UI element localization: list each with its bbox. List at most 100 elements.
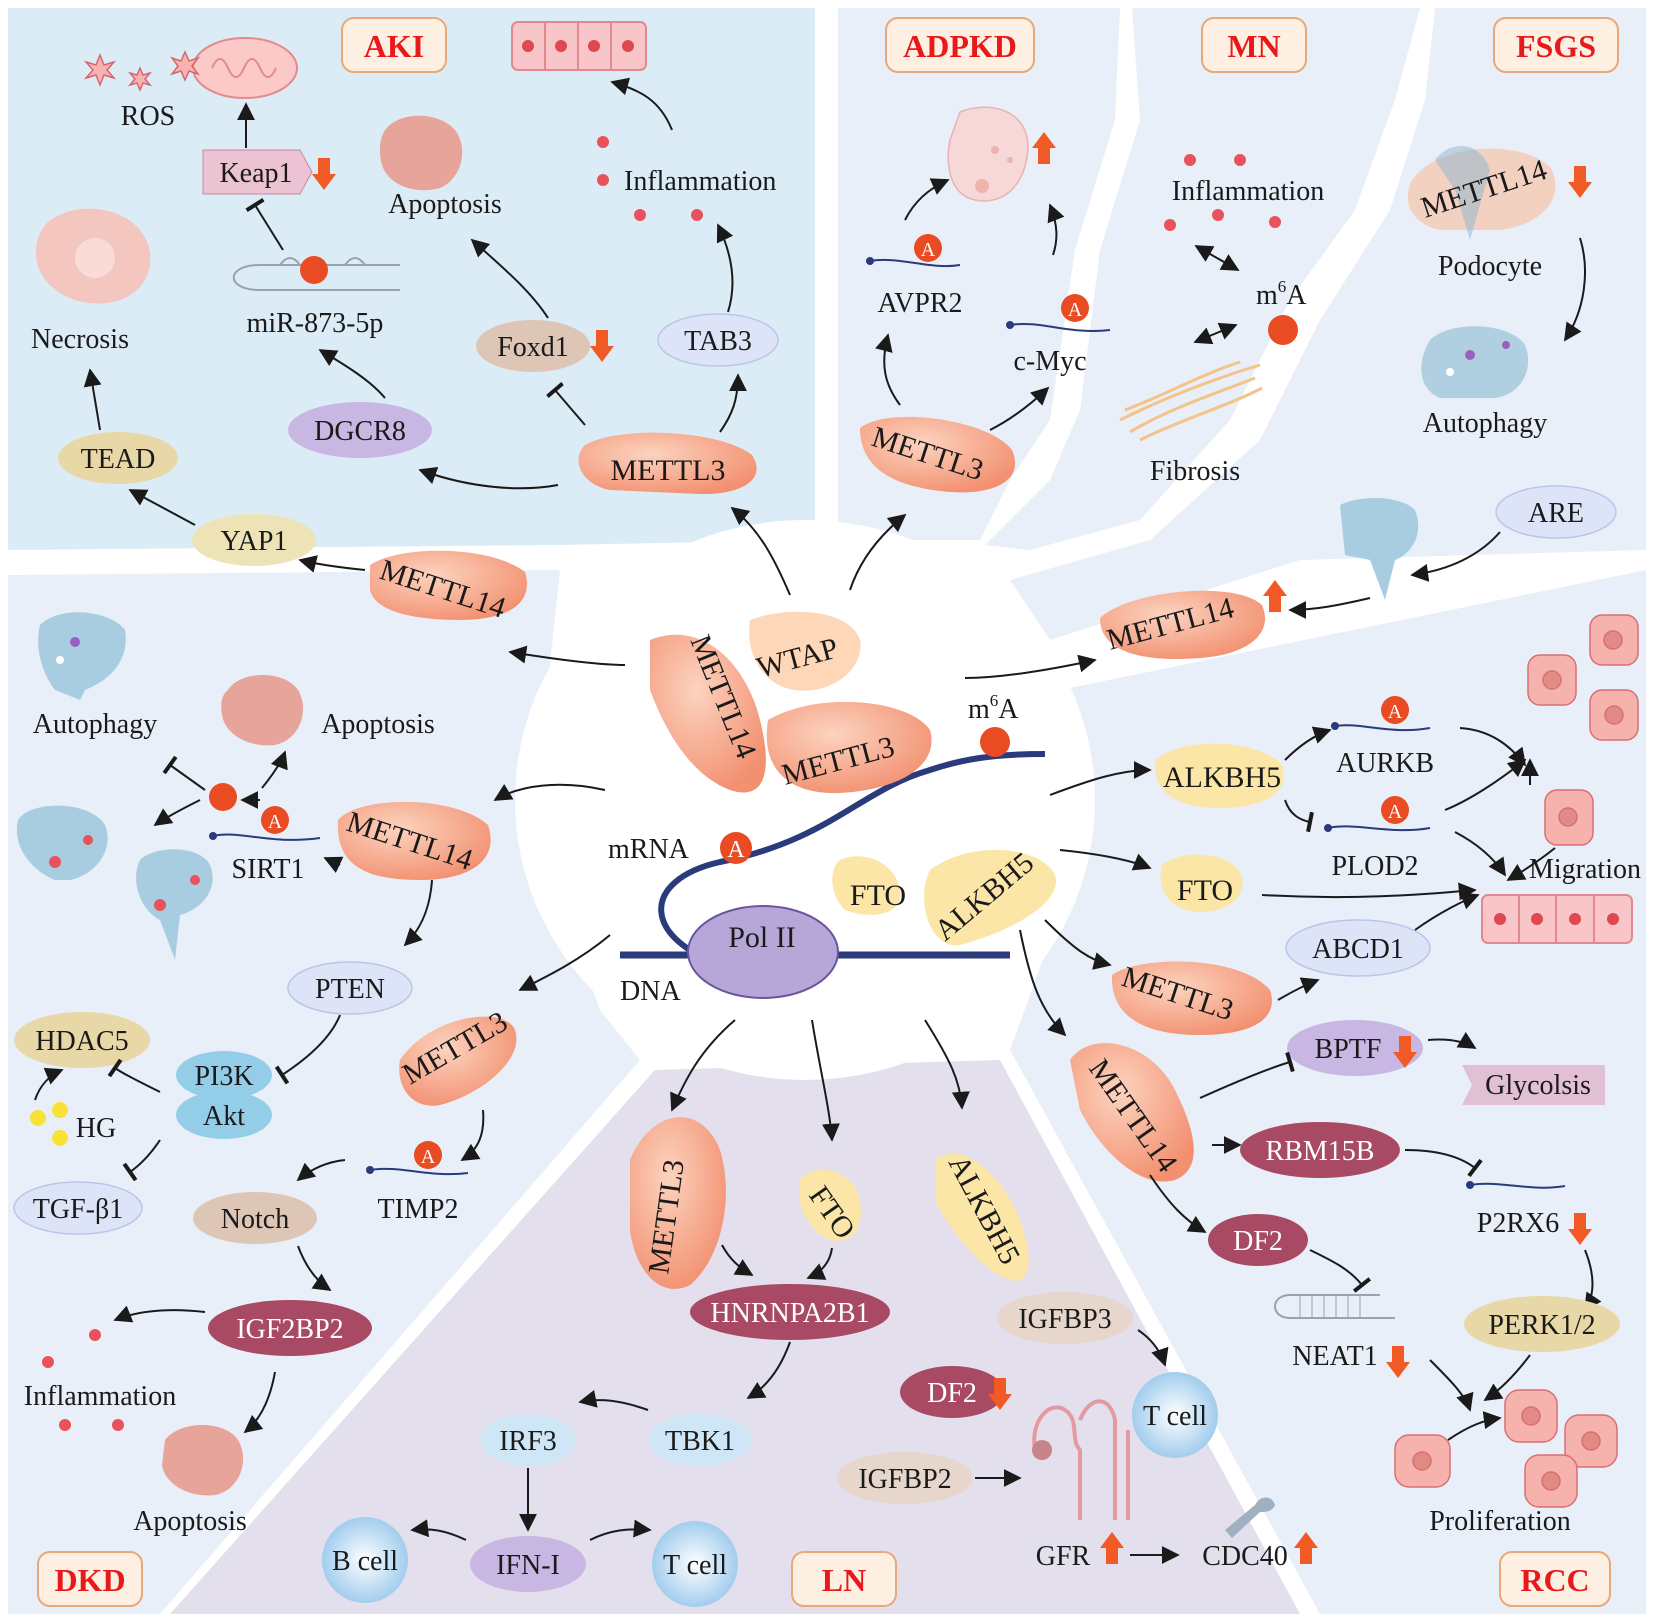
center-wtap-shape (749, 611, 861, 691)
ln-alkbh5-shape (935, 1153, 1029, 1281)
avpr2-a-mark: A (921, 239, 936, 261)
irf3-node (480, 1414, 576, 1466)
foxd1-node (476, 320, 590, 372)
cyst-cell-icon (947, 106, 1029, 202)
dkd-notch-label: Notch (221, 1204, 289, 1235)
aki-ros-label: ROS (121, 101, 175, 132)
disease-labels: AKI ADPKD MN FSGS DKD LN RCC (37, 17, 1619, 1607)
aki-apoptosis-label: Apoptosis (388, 189, 502, 220)
ln-tbk1-label: TBK1 (665, 1426, 735, 1457)
mn-panel (985, 8, 1420, 550)
aki-dgcr8-label: DGCR8 (314, 416, 406, 447)
disease-adpkd: ADPKD (903, 28, 1017, 64)
aki-mettl3-label: METTL3 (611, 454, 726, 487)
rcc-df2-node (1208, 1214, 1308, 1266)
rcc-section: ALKBH5 A AURKB A PLOD2 Migration FTO (1019, 614, 1641, 1537)
tab3-node (657, 313, 779, 367)
adpkd-avpr2-label: AVPR2 (877, 288, 962, 319)
aki-inflammation-label: Inflammation (624, 166, 776, 197)
igfbp3-node (997, 1292, 1133, 1344)
aki-mettl14-shape (370, 550, 527, 620)
dkd-hg-label: HG (76, 1113, 116, 1144)
dkd-mettl14-shape (337, 801, 491, 880)
center-alkbh5-shape (924, 849, 1057, 946)
wrench-icon (1225, 1497, 1275, 1538)
dkd-apoptotic-cell-icon (221, 675, 304, 746)
disease-aki: AKI (364, 28, 424, 64)
are-node (1495, 485, 1617, 539)
plod2-a-mark: A (1388, 801, 1403, 823)
mrna-label: mRNA (608, 834, 690, 865)
rcc-alkbh5-1-label: ALKBH5 (1163, 761, 1281, 794)
cmyc-a-mark: A (1068, 299, 1083, 321)
fsgs-section: METTL14 Podocyte Autophagy ARE METTL14 (964, 146, 1617, 679)
dkd-pi3k-label: PI3K (194, 1061, 253, 1092)
ln-cdc40-label: CDC40 (1202, 1541, 1288, 1572)
perk-node (1464, 1296, 1620, 1352)
pol2-label: Pol II (728, 921, 796, 954)
dkd-akt-label: Akt (203, 1101, 245, 1132)
epithelium-icon (511, 21, 647, 71)
a-mark-icon (720, 832, 752, 864)
rna-hairpin-icon (232, 256, 400, 291)
dkd-tgfb1-label: TGF-β1 (33, 1194, 123, 1225)
dkd-inflammation-label: Inflammation (24, 1381, 176, 1412)
nephron-icon (1032, 1399, 1130, 1520)
dkd-igf2bp2-label: IGF2BP2 (236, 1314, 343, 1345)
pi3k-node (176, 1051, 272, 1099)
rcc-p2rx6-label: P2RX6 (1477, 1208, 1559, 1239)
aurkb-a-mark: A (1388, 701, 1403, 723)
aki-keap1-label: Keap1 (219, 158, 292, 189)
a-mark-label: A (727, 837, 745, 863)
adpkd-cmyc-label: c-Myc (1013, 346, 1086, 377)
igf2bp2-node (208, 1300, 372, 1356)
disease-fsgs: FSGS (1516, 28, 1596, 64)
ln-bcell-label: B cell (332, 1546, 398, 1577)
m6a-dot-icon (980, 727, 1010, 757)
ln-hnrnpa2b1-label: HNRNPA2B1 (710, 1298, 869, 1329)
dkd-podocyte-icon (16, 805, 108, 880)
dkd-autophagy-label: Autophagy (33, 709, 157, 740)
disease-mn: MN (1227, 28, 1280, 64)
rcc-cells-icon (1527, 614, 1639, 846)
aki-yap1-label: YAP1 (221, 526, 288, 557)
rcc-perk-label: PERK1/2 (1488, 1310, 1595, 1341)
b-cell-icon (322, 1517, 408, 1603)
dkd-m6a-dot-icon (209, 783, 237, 811)
tgfb1-node (13, 1181, 143, 1235)
disease-rcc: RCC (1520, 1562, 1589, 1598)
center-fto-label: FTO (850, 879, 906, 912)
ln-fto-shape (798, 1169, 861, 1241)
dna-label: DNA (620, 976, 681, 1007)
dkd-apoptosis2-label: Apoptosis (133, 1506, 247, 1537)
adpkd-mettl3-shape (860, 416, 1016, 493)
aki-panel (8, 8, 815, 550)
pten-node (287, 961, 413, 1015)
rcc-mettl14-shape (1070, 1043, 1194, 1182)
igfbp2-node (837, 1452, 973, 1504)
autophagy-podocyte-icon (1421, 326, 1529, 398)
aki-necrosis-label: Necrosis (31, 324, 129, 355)
mn-m6a-label: m6A (1256, 277, 1307, 311)
podocyte-icon (1435, 146, 1490, 240)
dkd-autophagy-podocyte-icon (38, 612, 126, 700)
ln-igfbp3-label: IGFBP3 (1018, 1304, 1111, 1335)
aki-mettl3-shape (578, 432, 757, 495)
rcc-fto-shape (1160, 854, 1243, 913)
rcc-glycolysis-label: Glycolsis (1485, 1070, 1591, 1101)
fsgs-are-label: ARE (1528, 498, 1584, 529)
dkd-pten-label: PTEN (315, 974, 385, 1005)
mn-inflammation-label: Inflammation (1172, 176, 1324, 207)
ln-mettl3-shape (630, 1117, 726, 1289)
rcc-panel (1010, 570, 1646, 1614)
neat1-hairpin-icon (1274, 1294, 1395, 1319)
timp2-a-mark: A (421, 1146, 436, 1168)
dkd-apoptotic-cell2-icon (162, 1425, 244, 1496)
dkd-sirt1-label: SIRT1 (232, 854, 305, 885)
ln-gfr-label: GFR (1036, 1541, 1091, 1572)
keap1-shape (202, 149, 313, 195)
ln-df2-node (900, 1366, 1004, 1418)
center-m6a-label: m6A (968, 691, 1019, 725)
